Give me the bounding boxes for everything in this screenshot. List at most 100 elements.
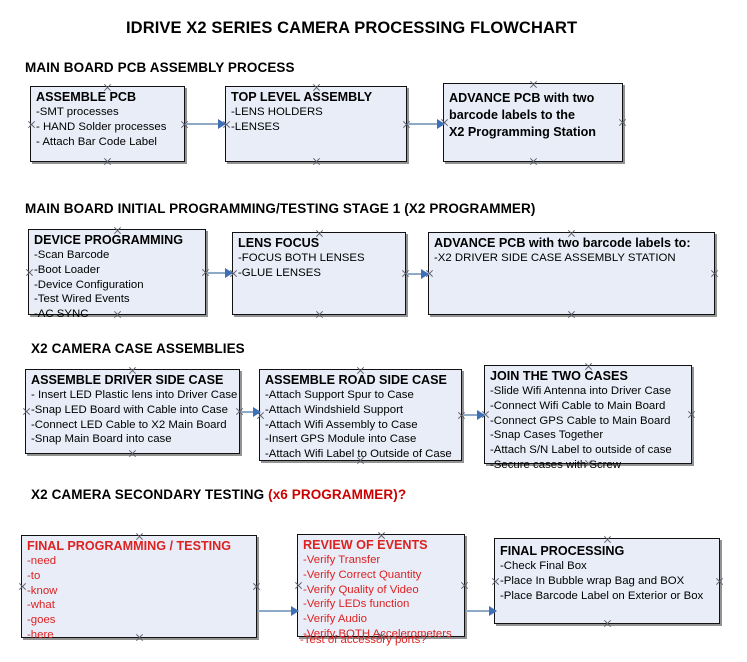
node-join-the-two-cases[interactable]: JOIN THE TWO CASES -Slide Wifi Antenna i…: [484, 365, 692, 471]
connection-handle-left[interactable]: [294, 581, 303, 590]
connector-review-to-finalprocessing: [466, 610, 496, 612]
node-body: DEVICE PROGRAMMING -Scan Barcode -Boot L…: [34, 233, 203, 322]
node-device-programming[interactable]: DEVICE PROGRAMMING -Scan Barcode -Boot L…: [25, 229, 206, 320]
connection-handle-top[interactable]: [529, 80, 538, 89]
node-line: -Place Barcode Label on Exterior or Box: [500, 589, 704, 602]
node-final-programming-testing[interactable]: FINAL PROGRAMMING / TESTING -need -to -k…: [18, 535, 257, 641]
connector-assemble-to-toplevel: [186, 123, 224, 125]
page-title: IDRIVE X2 SERIES CAMERA PROCESSING FLOWC…: [126, 19, 578, 37]
node-body: JOIN THE TWO CASES -Slide Wifi Antenna i…: [490, 369, 689, 473]
section-heading-secondary-testing: X2 CAMERA SECONDARY TESTING (x6 PROGRAMM…: [31, 487, 406, 502]
connection-handle-bottom[interactable]: [128, 449, 137, 458]
arrowhead-icon: [437, 119, 445, 129]
connector-driverside-to-roadside: [241, 411, 260, 413]
connection-handle-left[interactable]: [18, 582, 27, 591]
node-line: -X2 DRIVER SIDE CASE ASSEMBLY STATION: [434, 251, 676, 264]
node-line: -what: [27, 599, 55, 612]
connection-handle-left[interactable]: [491, 577, 500, 586]
section-heading-text: MAIN BOARD INITIAL PROGRAMMING/TESTING S…: [25, 201, 536, 216]
section-heading-text: X2 CAMERA SECONDARY TESTING: [31, 487, 269, 502]
node-line: -Snap Cases Together: [490, 429, 604, 442]
connection-handle-bottom[interactable]: [567, 310, 576, 319]
node-body: ADVANCE PCB with two barcode labels to t…: [449, 90, 620, 141]
node-line: -Test Wired Events: [34, 293, 130, 306]
node-top-level-assembly[interactable]: TOP LEVEL ASSEMBLY -LENS HOLDERS -LENSES: [225, 86, 407, 162]
node-line: -LENS HOLDERS: [231, 105, 323, 118]
connector-roadside-to-join: [463, 414, 485, 416]
node-line: - HAND Solder processes: [36, 120, 167, 133]
node-assemble-driver-side-case[interactable]: ASSEMBLE DRIVER SIDE CASE - Insert LED P…: [25, 369, 240, 454]
node-assemble-pcb[interactable]: ASSEMBLE PCB -SMT processes - HAND Solde…: [30, 86, 185, 162]
connector-finalprog-to-review: [258, 610, 298, 612]
node-line: -Scan Barcode: [34, 248, 110, 261]
node-title: DEVICE PROGRAMMING: [34, 233, 184, 247]
connection-handle-top[interactable]: [603, 535, 612, 544]
node-line: -Verify LEDs function: [303, 598, 410, 611]
node-body: ASSEMBLE ROAD SIDE CASE -Attach Support …: [265, 373, 459, 462]
node-line: -Attach Windshield Support: [265, 403, 404, 416]
node-title: REVIEW OF EVENTS: [303, 538, 428, 552]
connection-handle-left[interactable]: [25, 268, 34, 277]
node-line-overflow: -Test of accessory ports?: [300, 634, 427, 646]
node-line: -AC SYNC: [34, 308, 89, 321]
node-line: -Place In Bubble wrap Bag and BOX: [500, 574, 685, 587]
connection-handle-bottom[interactable]: [315, 310, 324, 319]
node-line: -Connect LED Cable to X2 Main Board: [31, 418, 227, 431]
node-line: -FOCUS BOTH LENSES: [238, 251, 365, 264]
node-title: JOIN THE TWO CASES: [490, 369, 628, 383]
node-line: -Insert GPS Module into Case: [265, 433, 417, 446]
node-title: LENS FOCUS: [238, 236, 320, 250]
node-line: -here: [27, 629, 54, 641]
node-line: -Snap LED Board with Cable into Case: [31, 403, 228, 416]
connection-handle-bottom[interactable]: [103, 157, 112, 166]
arrowhead-icon: [421, 269, 429, 279]
connector-device-to-lensfocus: [207, 272, 232, 274]
node-line: -Verify BOTH Accelerometers: [303, 628, 452, 640]
connection-handle-bottom[interactable]: [603, 619, 612, 628]
arrowhead-icon: [291, 606, 299, 616]
node-line: - Attach Bar Code Label: [36, 135, 157, 148]
node-line: -Snap Main Board into case: [31, 433, 172, 446]
arrowhead-icon: [489, 606, 497, 616]
node-line: -SMT processes: [36, 105, 119, 118]
connector-toplevel-to-advance: [408, 123, 444, 125]
node-title: ASSEMBLE DRIVER SIDE CASE: [31, 373, 224, 387]
node-body: ASSEMBLE PCB -SMT processes - HAND Solde…: [36, 90, 182, 149]
node-body: FINAL PROCESSING -Check Final Box -Place…: [500, 544, 717, 603]
node-line: -Secure cases with Screw: [490, 459, 622, 471]
node-review-of-events[interactable]: REVIEW OF EVENTS -Verify Transfer -Verif…: [294, 534, 465, 640]
node-line: -Attach Wifi Label to Outside of Case: [265, 448, 452, 461]
section-heading-text: MAIN BOARD PCB ASSEMBLY PROCESS: [25, 60, 295, 75]
node-title: ADVANCE PCB with two barcode labels to t…: [449, 91, 596, 139]
connection-handle-bottom[interactable]: [529, 157, 538, 166]
node-body: LENS FOCUS -FOCUS BOTH LENSES -GLUE LENS…: [238, 236, 403, 281]
node-title: ADVANCE PCB with two barcode labels to:: [434, 236, 691, 250]
node-line: -Connect GPS Cable to Main Board: [490, 414, 671, 427]
arrowhead-icon: [225, 268, 233, 278]
node-line: -Verify Quality of Video: [303, 583, 419, 596]
node-line: - Insert LED Plastic lens into Driver Ca…: [31, 388, 238, 401]
connection-handle-left[interactable]: [22, 407, 31, 416]
node-advance-pcb-programming-station[interactable]: ADVANCE PCB with two barcode labels to t…: [443, 83, 623, 162]
arrowhead-icon: [253, 407, 261, 417]
node-title: FINAL PROCESSING: [500, 544, 625, 558]
section-heading-accent: (x6 PROGRAMMER)?: [268, 487, 407, 502]
connection-handle-bottom[interactable]: [312, 157, 321, 166]
section-heading-text: X2 CAMERA CASE ASSEMBLIES: [31, 341, 245, 356]
node-line: -know: [27, 584, 58, 597]
connection-handle-left[interactable]: [27, 120, 36, 129]
connection-handle-right[interactable]: [710, 269, 719, 278]
node-line: -Attach S/N Label to outside of case: [490, 444, 672, 457]
node-lens-focus[interactable]: LENS FOCUS -FOCUS BOTH LENSES -GLUE LENS…: [232, 232, 406, 315]
node-body: TOP LEVEL ASSEMBLY -LENS HOLDERS -LENSES: [231, 90, 404, 135]
node-line: -goes: [27, 614, 56, 627]
node-final-processing[interactable]: FINAL PROCESSING -Check Final Box -Place…: [494, 538, 720, 624]
node-body: ADVANCE PCB with two barcode labels to: …: [434, 236, 712, 266]
node-assemble-road-side-case[interactable]: ASSEMBLE ROAD SIDE CASE -Attach Support …: [259, 369, 462, 461]
node-line: -Attach Wifi Assembly to Case: [265, 418, 418, 431]
node-body: REVIEW OF EVENTS -Verify Transfer -Verif…: [303, 538, 462, 642]
section-heading-initial-programming: MAIN BOARD INITIAL PROGRAMMING/TESTING S…: [25, 201, 535, 216]
node-advance-pcb-driver-side[interactable]: ADVANCE PCB with two barcode labels to: …: [428, 232, 715, 315]
node-line: -need: [27, 554, 57, 567]
